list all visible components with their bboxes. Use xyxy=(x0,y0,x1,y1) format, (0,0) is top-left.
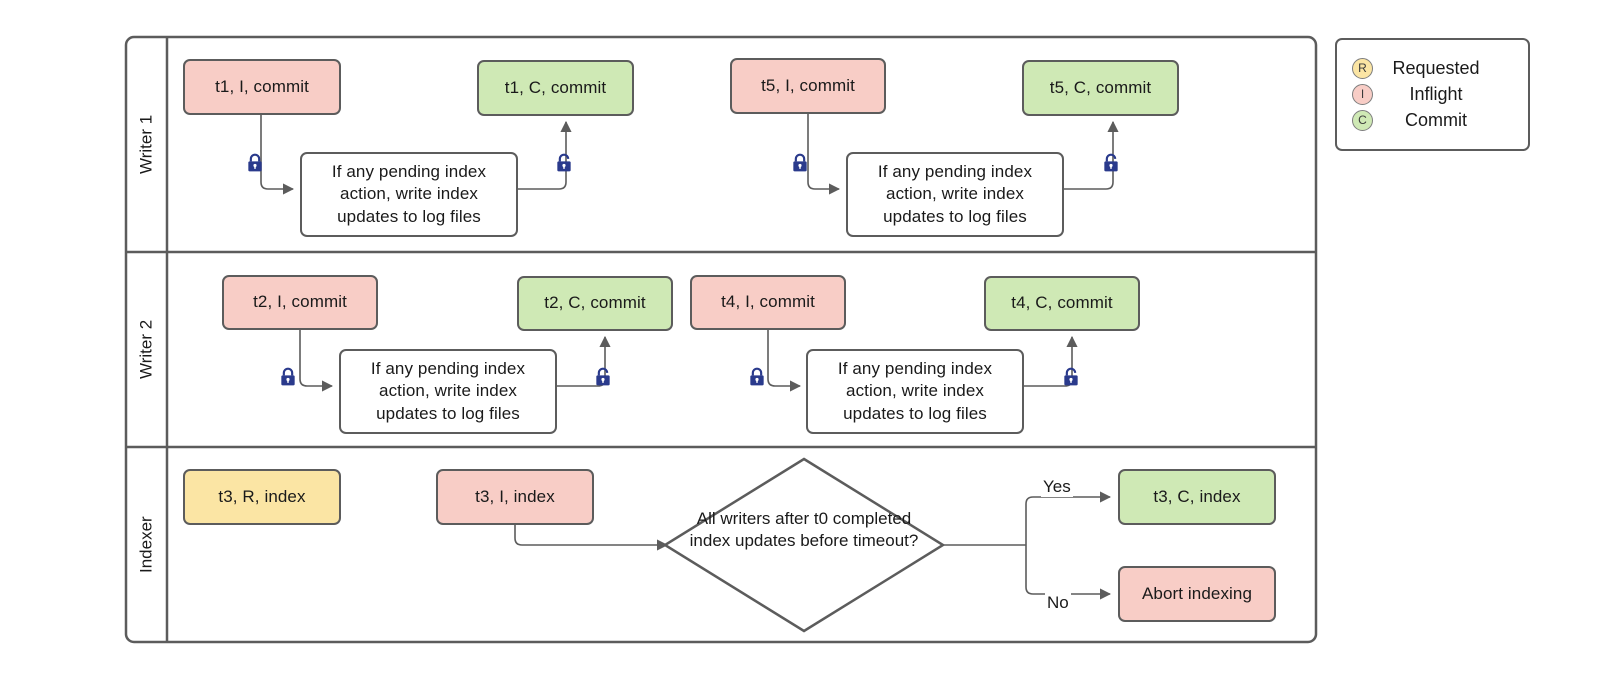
pool-frame xyxy=(124,35,1318,644)
lock-open-icon xyxy=(1101,153,1121,173)
node-ix-abort[interactable]: Abort indexing xyxy=(1118,566,1276,622)
edge-w2-t2-to-proc xyxy=(299,330,334,392)
edge-w1-proc-to-commit xyxy=(518,120,572,190)
node-w2-t4-inflight[interactable]: t4, I, commit xyxy=(690,275,846,330)
lock-open-icon xyxy=(1061,367,1081,387)
legend-item-inflight: I Inflight xyxy=(1352,81,1499,107)
lane-label-writer-1: Writer 1 xyxy=(136,114,156,175)
lock-closed-icon xyxy=(245,153,265,173)
node-ix-t3-inflight[interactable]: t3, I, index xyxy=(436,469,594,525)
lock-closed-icon xyxy=(747,367,767,387)
lock-closed-icon xyxy=(278,367,298,387)
node-w2-t2-inflight[interactable]: t2, I, commit xyxy=(222,275,378,330)
lock-open-icon xyxy=(554,153,574,173)
legend-label-commit: Commit xyxy=(1405,109,1467,130)
node-w2-process-a[interactable]: If any pending index action, write index… xyxy=(339,349,557,434)
edge-w1-t1-to-proc xyxy=(260,115,295,195)
legend-item-requested: R Requested xyxy=(1352,55,1499,81)
status-dot-inflight-icon: I xyxy=(1352,83,1373,105)
legend-label-inflight: Inflight xyxy=(1409,83,1463,104)
node-w1-t1-inflight[interactable]: t1, I, commit xyxy=(183,59,341,115)
node-w2-t4-commit[interactable]: t4, C, commit xyxy=(984,276,1140,331)
lock-closed-icon xyxy=(790,153,810,173)
node-w1-process-b[interactable]: If any pending index action, write index… xyxy=(846,152,1064,237)
edge-decision-yes xyxy=(1025,491,1112,545)
node-w2-process-b[interactable]: If any pending index action, write index… xyxy=(806,349,1024,434)
node-w1-process-a[interactable]: If any pending index action, write index… xyxy=(300,152,518,237)
edge-w2-t4-to-proc xyxy=(767,330,802,392)
edge-decision-no xyxy=(1025,545,1112,600)
lock-open-icon xyxy=(593,367,613,387)
edge-label-no: No xyxy=(1045,593,1071,613)
edge-w1-t5-to-proc xyxy=(807,113,841,195)
status-dot-requested-icon: R xyxy=(1352,57,1373,79)
legend-label-requested: Requested xyxy=(1392,57,1480,78)
node-ix-t3-commit[interactable]: t3, C, index xyxy=(1118,469,1276,525)
node-ix-t3-requested[interactable]: t3, R, index xyxy=(183,469,341,525)
decision-diamond xyxy=(662,457,946,633)
legend-item-commit: C Commit xyxy=(1352,107,1499,133)
edge-w1-proc-b-to-commit xyxy=(1064,120,1119,190)
status-dot-commit-icon: C xyxy=(1352,109,1373,131)
node-w1-t5-commit[interactable]: t5, C, commit xyxy=(1022,60,1179,116)
node-w1-t5-inflight[interactable]: t5, I, commit xyxy=(730,58,886,114)
node-w1-t1-commit[interactable]: t1, C, commit xyxy=(477,60,634,116)
lane-label-writer-2: Writer 2 xyxy=(136,319,156,380)
node-w2-t2-commit[interactable]: t2, C, commit xyxy=(517,276,673,331)
edge-label-yes: Yes xyxy=(1041,477,1073,497)
edge-ix-inflight-to-decision xyxy=(514,525,669,551)
lane-label-indexer: Indexer xyxy=(136,516,156,573)
